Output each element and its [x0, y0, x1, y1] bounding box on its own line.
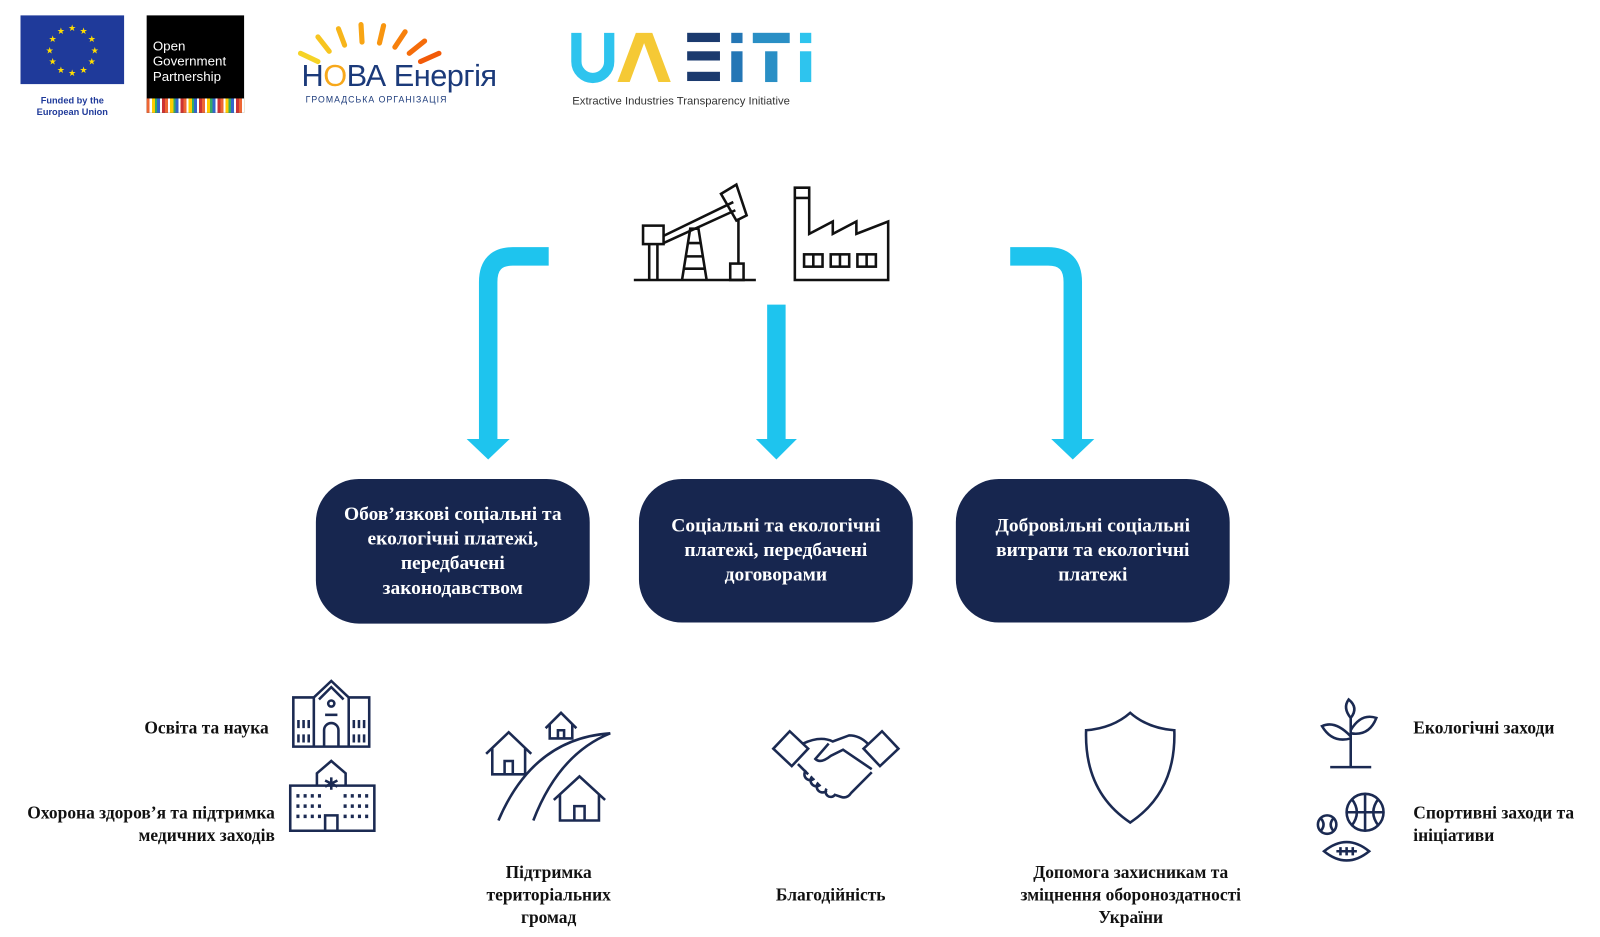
ua-eiti-subtitle: Extractive Industries Transparency Initi… — [572, 95, 790, 108]
ua-eiti-letters-icon — [571, 32, 812, 84]
power-icon: O — [323, 59, 347, 94]
category-mandatory-payments: Обов’язкові соціальні та екологічні плат… — [315, 478, 590, 624]
arrow-left-icon — [466, 247, 549, 460]
label-communities: Підтримка територіальних громад — [486, 862, 611, 928]
label-sport: Спортивні заходи та ініціативи — [1413, 803, 1575, 846]
eu-star-icon: ★ — [57, 65, 65, 75]
arrow-center-icon — [755, 304, 797, 460]
eu-flag-icon: ★★★★★★★★★★★★ — [20, 15, 125, 85]
school-icon — [292, 679, 371, 748]
handshake-icon — [771, 729, 901, 799]
ua-eiti-logo: Extractive Industries Transparency Initi… — [571, 31, 839, 113]
oil-pump-icon — [633, 182, 756, 282]
eu-caption: Funded by the European Union — [36, 95, 108, 117]
ogp-line-2: Government — [152, 53, 227, 69]
eu-logo: ★★★★★★★★★★★★ Funded by the European Unio… — [20, 15, 125, 118]
eu-star-icon: ★ — [49, 57, 57, 67]
sun-rays-icon — [297, 22, 442, 65]
eu-star-icon: ★ — [49, 34, 57, 44]
plant-icon — [1320, 697, 1379, 769]
eu-star-icon: ★ — [46, 45, 54, 55]
eu-star-icon: ★ — [79, 65, 87, 75]
category-voluntary-payments: Добровільні соціальні витрати та екологі… — [955, 478, 1230, 623]
eu-star-icon: ★ — [88, 57, 96, 67]
nova-energia-logo: НOВА Енергія ГРОМАДСЬКА ОРГАНІЗАЦІЯ — [295, 22, 526, 107]
sports-balls-icon — [1316, 792, 1385, 862]
ogp-stripes — [146, 98, 245, 113]
label-charity: Благодійність — [775, 885, 886, 905]
nova-subtitle: ГРОМАДСЬКА ОРГАНІЗАЦІЯ — [305, 94, 448, 105]
label-education: Освіта та наука — [144, 717, 269, 738]
label-health: Охорона здоров’я та підтримка медичних з… — [27, 803, 275, 846]
label-defense: Допомога захисникам та зміцнення обороно… — [1020, 862, 1241, 928]
shield-icon — [1084, 711, 1176, 825]
label-ecology: Екологічні заходи — [1413, 717, 1555, 738]
eu-star-icon: ★ — [88, 34, 96, 44]
category-contract-payments: Соціальні та екологічні платежі, передба… — [638, 478, 913, 623]
eu-star-icon: ★ — [68, 23, 76, 33]
communities-icon — [485, 710, 611, 822]
factory-icon — [793, 186, 890, 282]
hospital-icon — [288, 759, 376, 833]
eu-star-icon: ★ — [91, 45, 99, 55]
ogp-line-1: Open — [152, 37, 186, 54]
ogp-logo: Open Government Partnership — [146, 15, 245, 113]
eu-star-icon: ★ — [57, 26, 65, 36]
arrow-right-icon — [1010, 247, 1095, 460]
ogp-line-3: Partnership — [152, 68, 222, 85]
eu-star-icon: ★ — [68, 68, 76, 78]
eu-star-icon: ★ — [79, 26, 87, 36]
